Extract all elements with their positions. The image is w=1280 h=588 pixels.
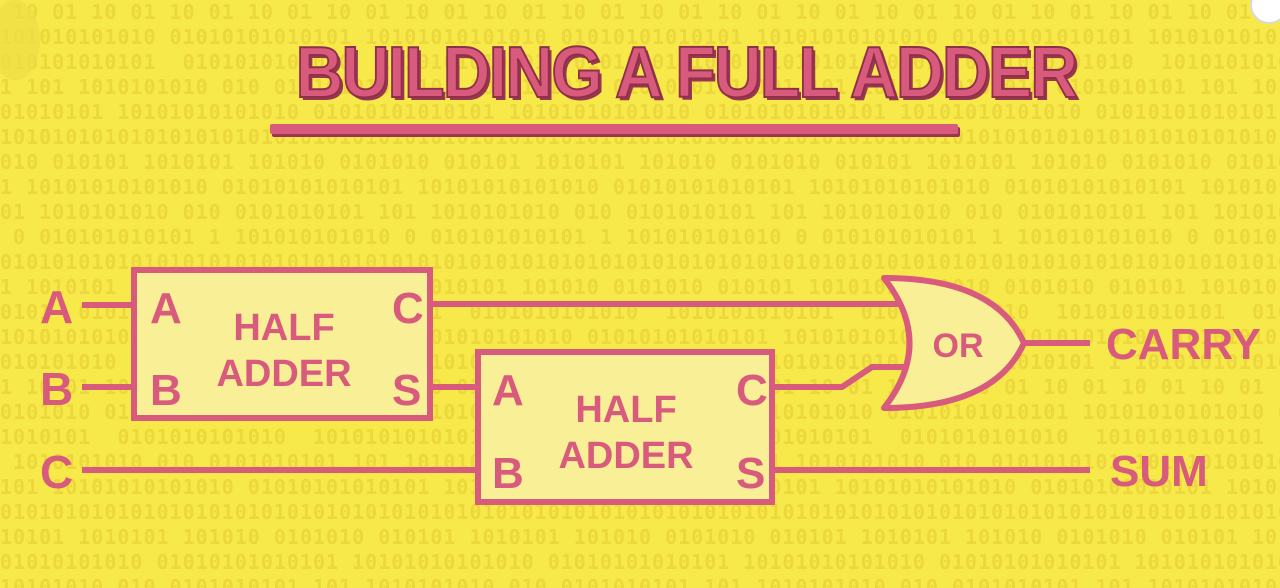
ha1-port-c: C — [392, 284, 424, 333]
ha1-label-line1: HALF — [233, 307, 334, 349]
input-b-label: B — [40, 363, 73, 415]
ha2-port-a: A — [492, 366, 524, 415]
half-adder-2-block — [475, 349, 775, 505]
half-adder-1-block — [131, 267, 433, 421]
input-a-label: A — [40, 281, 73, 333]
output-sum-label: SUM — [1110, 447, 1208, 496]
ha2-port-s: S — [736, 449, 765, 498]
or-gate-shape — [881, 275, 1027, 411]
ha1-port-s: S — [392, 366, 421, 415]
wires — [82, 301, 1090, 473]
ha2-port-c: C — [736, 366, 768, 415]
ha2-label-line2: ADDER — [558, 435, 693, 477]
diagram-labels: A B C A B C S HALF ADDER A B C S HALF AD… — [40, 281, 1261, 498]
ha1-port-a: A — [150, 284, 182, 333]
title-underline — [270, 124, 958, 134]
wire-ha2-carry-to-or — [772, 364, 912, 390]
channel-logo-icon — [0, 0, 40, 80]
ha1-port-b: B — [150, 366, 182, 415]
ha2-label-line1: HALF — [575, 389, 676, 431]
output-carry-label: CARRY — [1106, 320, 1261, 369]
title-block: BUILDING A FULL ADDER — [268, 28, 1079, 134]
input-c-label: C — [40, 446, 73, 498]
ha1-label-line2: ADDER — [216, 353, 351, 395]
ha2-port-b: B — [492, 449, 524, 498]
or-gate-label: OR — [933, 327, 984, 365]
